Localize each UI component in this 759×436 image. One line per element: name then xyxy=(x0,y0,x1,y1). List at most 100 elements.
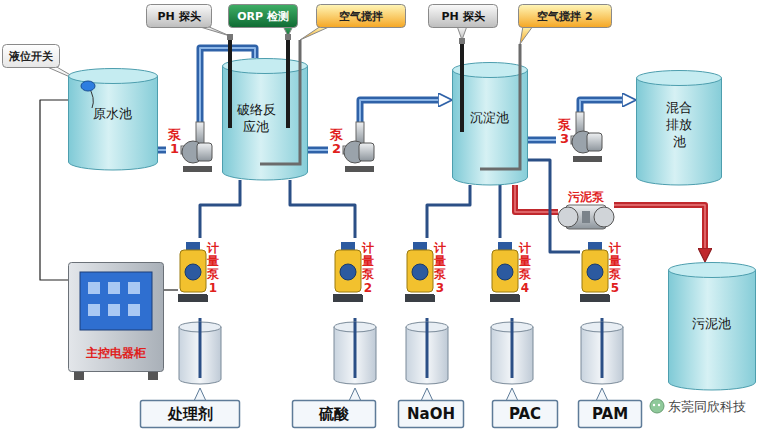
text-slot: 泵 2 xyxy=(330,128,343,157)
probe-head xyxy=(285,34,291,40)
pump-motor xyxy=(197,143,212,161)
pipe-connector xyxy=(355,318,356,322)
pump-body xyxy=(492,250,518,292)
control-cabinet-shape xyxy=(68,262,164,380)
cabinet-screen xyxy=(80,272,152,330)
callout-tail xyxy=(457,26,467,40)
chemical-tank: PAC xyxy=(492,322,558,428)
dip-tube xyxy=(511,322,514,378)
pipe-connector xyxy=(164,290,178,291)
callout-bubble: 液位开关 xyxy=(2,44,60,68)
air-pipe xyxy=(480,44,520,169)
text-slot: 硫酸 xyxy=(292,400,376,428)
node-label: 计量泵 3 xyxy=(434,242,446,295)
pump-body xyxy=(582,250,608,292)
dip-tube xyxy=(426,322,429,378)
chemical-tank: NaOH xyxy=(398,322,464,428)
text-slot: 泵 3 xyxy=(558,118,571,147)
callout-body xyxy=(3,45,60,68)
pipe-highlight xyxy=(158,149,166,151)
callout-body xyxy=(519,5,612,28)
pipe-connector xyxy=(360,100,438,122)
screen-icon xyxy=(128,282,140,294)
dosing-pump: 计量泵 3 xyxy=(405,238,449,318)
pipe-connector xyxy=(512,318,513,322)
node-label: 液位开关 xyxy=(9,49,53,64)
text-slot: 泵 1 xyxy=(168,128,181,157)
node-label: PAM xyxy=(592,405,628,423)
pipe-connector xyxy=(308,150,328,151)
tank-body xyxy=(637,78,722,185)
pipe-highlight xyxy=(528,139,556,141)
node-label: 混合排放池 xyxy=(665,100,694,151)
pipe-line xyxy=(199,318,202,322)
text-slot: 计量泵 5 xyxy=(609,242,621,295)
pipe-line xyxy=(511,318,514,322)
callout-bubble: 空气搅拌 2 xyxy=(518,4,612,28)
pump-head xyxy=(412,264,428,280)
pump-head xyxy=(185,264,201,280)
node-label: 泵 1 xyxy=(168,128,181,157)
screen-icon xyxy=(108,304,120,316)
pipe-line xyxy=(354,318,357,322)
pump-base xyxy=(490,294,520,302)
pipe-line xyxy=(427,185,470,238)
screen-icon xyxy=(128,304,140,316)
pipe-connector xyxy=(515,185,558,212)
pump: 泵 3 xyxy=(556,112,603,164)
wechat-icon-eye xyxy=(658,404,660,406)
dosing-pump: 计量泵 5 xyxy=(580,238,624,318)
pipe-line xyxy=(360,100,438,122)
control-cabinet: 主控电器柜 xyxy=(68,262,164,380)
node-label: 空气搅拌 2 xyxy=(537,9,592,24)
pump-head xyxy=(497,264,513,280)
node-label: 计量泵 4 xyxy=(519,242,531,295)
tank: 沉淀池 xyxy=(452,62,528,185)
probe-rod xyxy=(286,36,290,128)
text-slot: NaOH xyxy=(398,400,464,428)
pipe-highlight xyxy=(614,205,705,248)
watermark: 东莞同欣科技 xyxy=(668,398,746,416)
node-label: 泵 3 xyxy=(558,118,571,147)
callout-bubble: PH 探头 xyxy=(146,4,212,28)
probe-rod xyxy=(460,40,464,132)
cabinet-leg xyxy=(74,372,84,380)
node-label: 硫酸 xyxy=(319,405,349,424)
node-label: NaOH xyxy=(407,405,455,423)
cabinet-body xyxy=(69,263,164,372)
sludge-pump: 污泥泵 xyxy=(558,186,614,232)
node-label: 原水池 xyxy=(92,106,135,123)
node-label: 沉淀池 xyxy=(470,110,510,127)
pipe-line xyxy=(426,318,429,322)
probe-head xyxy=(227,34,233,40)
label-tail xyxy=(421,388,433,401)
chemical-tank: PAM xyxy=(578,322,642,428)
text-slot: 计量泵 1 xyxy=(207,242,219,295)
pump-body xyxy=(180,250,206,292)
screen-icon xyxy=(88,282,100,294)
pump-base xyxy=(333,294,363,302)
pipe-highlight xyxy=(308,149,328,151)
pipe-connector xyxy=(200,180,240,238)
pump: 泵 2 xyxy=(328,122,375,174)
tank-body xyxy=(69,76,158,170)
pump-base xyxy=(580,294,610,302)
dip-tube xyxy=(354,322,357,378)
label-box xyxy=(141,401,240,428)
dosing-pump: 计量泵 1 xyxy=(178,238,222,318)
label-box xyxy=(493,401,558,428)
pipe-line xyxy=(601,318,604,322)
label-box xyxy=(579,401,642,428)
text-slot: PH 探头 xyxy=(428,4,498,28)
screen-icon xyxy=(88,304,100,316)
text-slot: 计量泵 4 xyxy=(519,242,531,295)
tank-top xyxy=(669,263,756,278)
callout-body xyxy=(429,5,498,28)
pump-head xyxy=(340,264,356,280)
text-slot: 沉淀池 xyxy=(452,110,528,127)
pipe-line xyxy=(308,147,328,154)
pump-motor xyxy=(359,143,374,161)
callout-tail xyxy=(520,26,533,44)
pump-chamber xyxy=(594,207,614,227)
pipe-line xyxy=(200,180,240,238)
